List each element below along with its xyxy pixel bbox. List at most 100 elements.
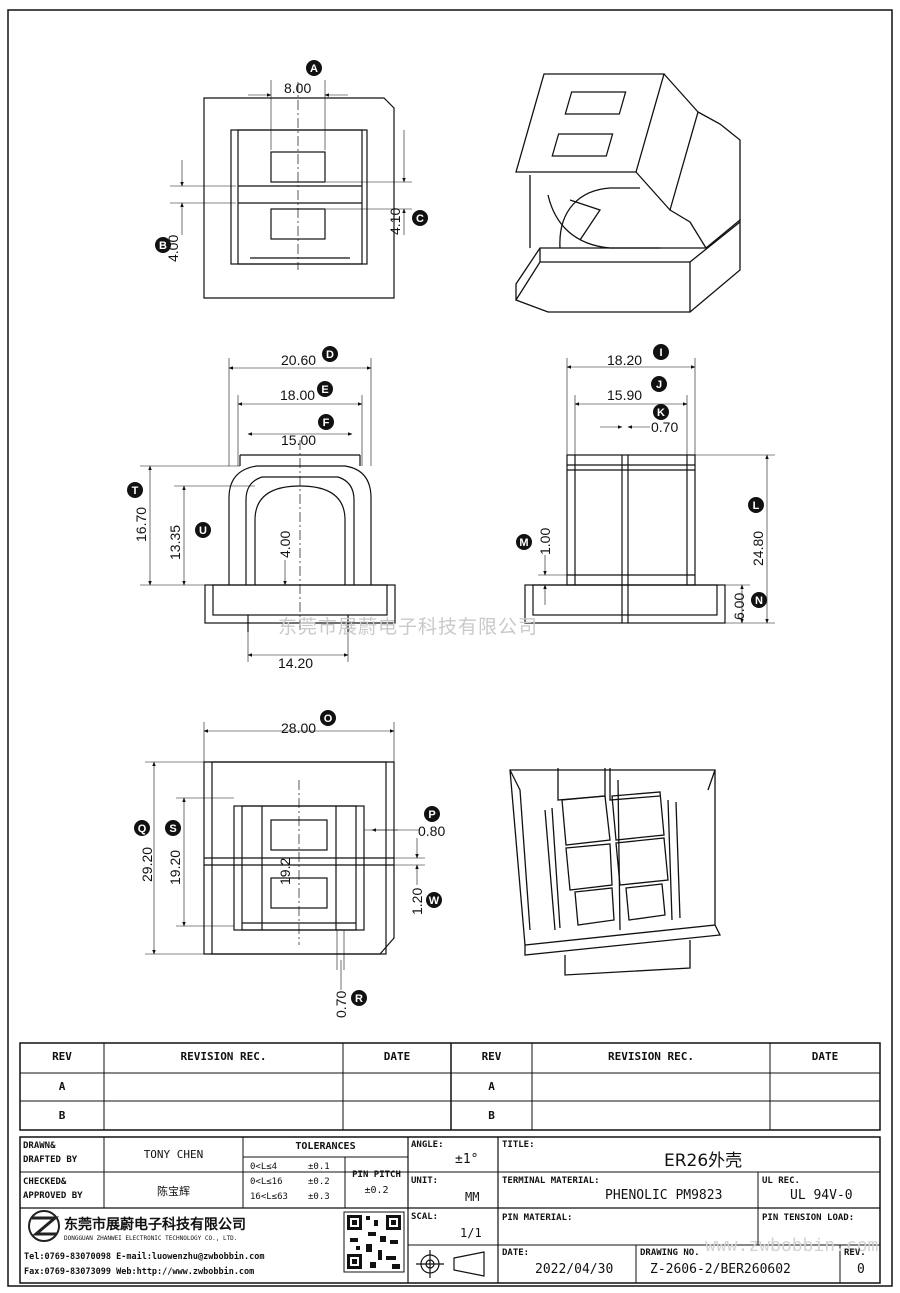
balloon-M: M xyxy=(516,534,532,550)
drawn-by-value: TONY CHEN xyxy=(143,1148,204,1161)
balloon-I: I xyxy=(653,344,669,360)
svg-text:Q: Q xyxy=(138,823,147,835)
balloon-N: N xyxy=(751,592,767,608)
dim-value-inner: 19.2 xyxy=(277,858,293,885)
svg-text:A: A xyxy=(310,63,318,75)
front-view xyxy=(140,358,396,662)
svg-text:U: U xyxy=(199,525,207,537)
dim-value-L: 24.80 xyxy=(750,531,766,566)
dim-value-N: 6.00 xyxy=(731,593,747,620)
rev-row-a-right: A xyxy=(488,1080,495,1093)
svg-text:F: F xyxy=(323,417,330,429)
projection-symbol-icon xyxy=(416,1250,485,1278)
svg-text:B: B xyxy=(159,240,167,252)
tol-range-1: 0<L≤4 xyxy=(250,1162,278,1172)
watermark-url: www.zwbobbin.com xyxy=(705,1235,879,1256)
scale-value: 1/1 xyxy=(460,1226,482,1240)
iso-view-top xyxy=(515,73,741,313)
dim-value-Q: 29.20 xyxy=(139,847,155,882)
angle-label: ANGLE: xyxy=(411,1140,444,1150)
unit-value: MM xyxy=(465,1190,480,1204)
balloon-T: T xyxy=(127,482,143,498)
date-label: DATE: xyxy=(502,1248,530,1258)
balloon-O: O xyxy=(320,710,336,726)
drafted-label: DRAFTED BY xyxy=(23,1155,78,1165)
dim-value-P: 0.80 xyxy=(418,823,445,839)
pin-pitch-value: ±0.2 xyxy=(364,1185,389,1196)
dim-value-center: 4.00 xyxy=(277,531,293,558)
date-header-right: DATE xyxy=(811,1050,839,1063)
svg-text:K: K xyxy=(657,407,665,419)
rev-value: 0 xyxy=(857,1262,865,1277)
svg-text:O: O xyxy=(324,713,333,725)
tol-value-2: ±0.2 xyxy=(308,1177,330,1187)
rev-row-b-left: B xyxy=(58,1109,66,1122)
dim-value-R: 0.70 xyxy=(333,991,349,1018)
title-label: TITLE: xyxy=(502,1140,535,1150)
unit-label: UNIT: xyxy=(411,1176,439,1186)
revision-header-left: REVISION REC. xyxy=(180,1050,267,1063)
dim-value-A: 8.00 xyxy=(284,80,311,96)
contact-line-1: Tel:0769-83070098 E-mail:luowenzhu@zwbob… xyxy=(24,1252,265,1262)
svg-text:M: M xyxy=(519,537,528,549)
svg-text:W: W xyxy=(429,895,440,907)
dim-value-I: 18.20 xyxy=(607,352,642,368)
dim-value-J: 15.90 xyxy=(607,387,642,403)
pin-tension-label: PIN TENSION LOAD: xyxy=(762,1213,855,1223)
balloon-C: C xyxy=(412,210,428,226)
balloon-W: W xyxy=(426,892,442,908)
drawing-no-label: DRAWING NO. xyxy=(640,1248,700,1258)
title-block-lines xyxy=(19,1042,881,1284)
svg-text:R: R xyxy=(355,993,363,1005)
dim-value-C: 4.10 xyxy=(387,208,403,235)
svg-text:S: S xyxy=(169,823,176,835)
dim-value-M: 1.00 xyxy=(537,528,553,555)
svg-text:C: C xyxy=(416,213,424,225)
tol-value-1: ±0.1 xyxy=(308,1162,330,1172)
watermark-company: 东莞市展蔚电子科技有限公司 xyxy=(278,616,539,638)
rev-label: REV. xyxy=(844,1248,866,1258)
rev-row-a-left: A xyxy=(58,1080,66,1093)
dim-value-D: 20.60 xyxy=(281,352,316,368)
svg-text:D: D xyxy=(326,349,334,361)
dim-value-F: 15.00 xyxy=(281,432,316,448)
balloon-P: P xyxy=(424,806,440,822)
ul-label: UL REC. xyxy=(762,1176,800,1186)
sheet-border xyxy=(7,9,893,1287)
side-view xyxy=(524,358,775,624)
rev-row-b-right: B xyxy=(488,1109,495,1122)
dim-value-S: 19.20 xyxy=(167,850,183,885)
svg-text:T: T xyxy=(132,485,139,497)
svg-text:L: L xyxy=(753,500,760,512)
iso-view-bottom xyxy=(509,768,722,976)
date-header-left: DATE xyxy=(383,1050,411,1063)
dim-value-E: 18.00 xyxy=(280,387,315,403)
svg-text:I: I xyxy=(659,347,662,359)
terminal-material-value: PHENOLIC PM9823 xyxy=(605,1188,723,1203)
tol-range-2: 0<L≤16 xyxy=(250,1177,283,1187)
balloon-Q: Q xyxy=(134,820,150,836)
pin-material-label: PIN MATERIAL: xyxy=(502,1213,573,1223)
balloon-J: J xyxy=(651,376,667,392)
balloon-L: L xyxy=(748,497,764,513)
tol-value-3: ±0.3 xyxy=(308,1192,330,1202)
company-name-cn: 东莞市展蔚电子科技有限公司 xyxy=(64,1217,246,1233)
balloon-R: R xyxy=(351,990,367,1006)
company-name-en: DONGGUAN ZHANWEI ELECTRONIC TECHNOLOGY C… xyxy=(64,1235,238,1242)
dim-value-T: 16.70 xyxy=(133,507,149,542)
balloon-B: B xyxy=(155,237,171,253)
scale-label: SCAL: xyxy=(411,1212,439,1222)
terminal-material-label: TERMINAL MATERIAL: xyxy=(502,1176,600,1186)
ul-value: UL 94V-0 xyxy=(790,1188,853,1203)
balloon-K: K xyxy=(653,404,669,420)
tolerances-label: TOLERANCES xyxy=(295,1141,356,1152)
approved-by-value: 陈宝辉 xyxy=(157,1185,190,1198)
rev-header-left: REV xyxy=(52,1050,72,1063)
qr-code xyxy=(343,1211,405,1273)
svg-text:E: E xyxy=(321,384,328,396)
checked-label: CHECKED& xyxy=(23,1177,67,1187)
svg-text:J: J xyxy=(656,379,662,391)
balloon-D: D xyxy=(322,346,338,362)
